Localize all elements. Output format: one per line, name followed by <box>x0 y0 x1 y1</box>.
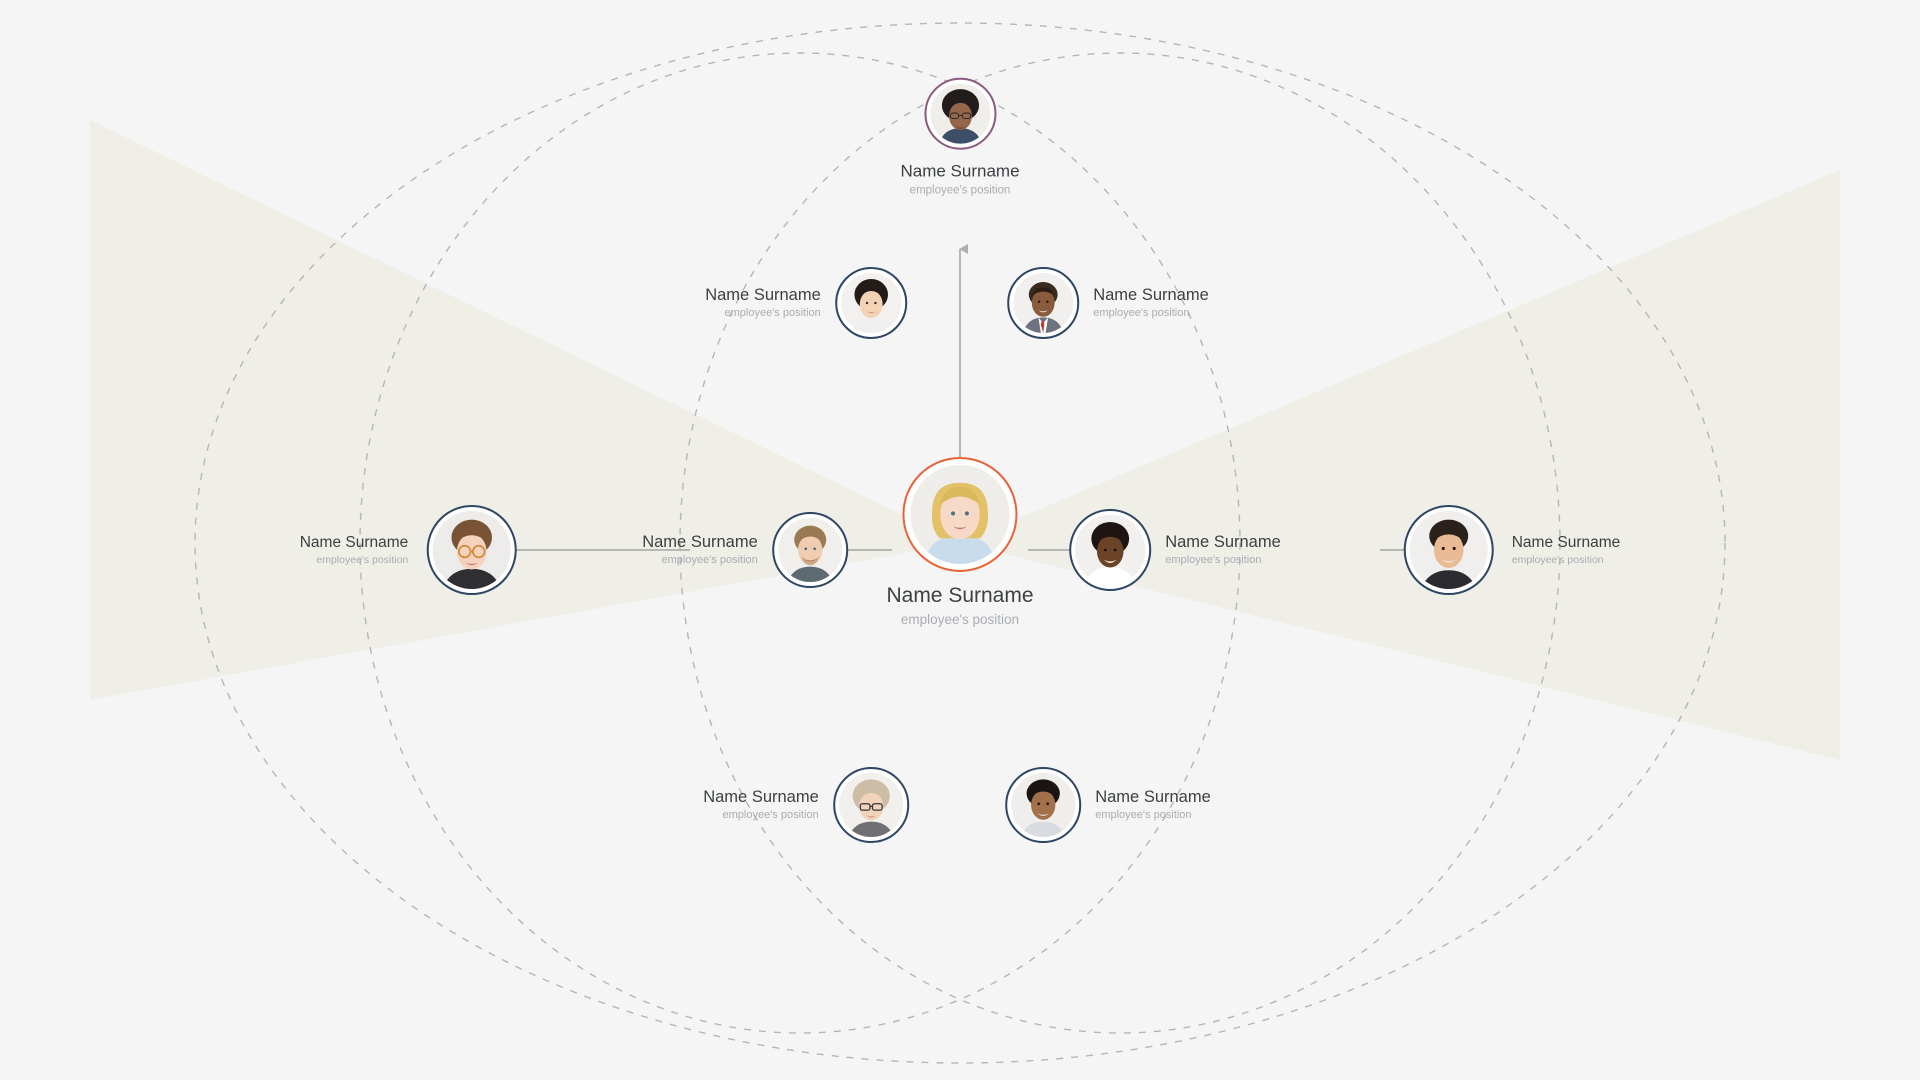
person-node-inner-left[interactable]: Name Surname employee's position <box>628 512 848 588</box>
person-position: employee's position <box>722 809 819 822</box>
person-node-top[interactable]: Name Surname employee's position <box>900 77 1020 199</box>
avatar[interactable] <box>1403 505 1494 595</box>
person-labels: Name Surname employee's position <box>1512 533 1621 568</box>
person-labels: Name Surname employee's position <box>886 583 1033 629</box>
person-position: employee's position <box>724 307 821 320</box>
person-name: Name Surname <box>1095 787 1211 806</box>
avatar[interactable] <box>771 512 848 588</box>
avatar[interactable] <box>832 767 909 843</box>
person-node-inner-right[interactable]: Name Surname employee's position <box>1069 509 1295 591</box>
avatar-photo <box>910 464 1010 564</box>
background-wedges <box>90 120 1840 760</box>
person-node-lower-right[interactable]: Name Surname employee's position <box>1005 767 1225 843</box>
person-labels: Name Surname employee's position <box>705 285 821 321</box>
person-labels: Name Surname employee's position <box>1095 787 1211 823</box>
avatar-photo <box>777 518 842 582</box>
person-position: employee's position <box>1095 809 1192 822</box>
avatar[interactable] <box>902 456 1018 572</box>
avatar[interactable] <box>834 267 907 339</box>
avatar-photo <box>1409 511 1488 589</box>
person-position: employee's position <box>1093 307 1190 320</box>
person-node-upper-right[interactable]: Name Surname employee's position <box>1007 267 1223 339</box>
person-node-lower-left[interactable]: Name Surname employee's position <box>689 767 909 843</box>
avatar[interactable] <box>426 505 517 595</box>
person-labels: Name Surname employee's position <box>900 161 1019 199</box>
person-position: employee's position <box>900 612 1020 628</box>
person-name: Name Surname <box>1511 533 1621 551</box>
avatar-photo <box>838 773 903 837</box>
avatar-photo <box>1075 515 1146 585</box>
avatar[interactable] <box>1005 767 1082 843</box>
person-name: Name Surname <box>886 583 1034 607</box>
avatar-photo <box>840 273 901 333</box>
person-labels: Name Surname employee's position <box>300 533 409 568</box>
person-name: Name Surname <box>703 787 819 806</box>
avatar-photo <box>1011 773 1076 837</box>
person-labels: Name Surname employee's position <box>1165 532 1281 568</box>
person-name: Name Surname <box>1165 532 1281 551</box>
person-name: Name Surname <box>705 285 821 304</box>
avatar[interactable] <box>924 77 996 150</box>
person-name: Name Surname <box>900 161 1020 181</box>
avatar-photo <box>1013 273 1074 333</box>
person-name: Name Surname <box>299 533 409 551</box>
avatar-photo <box>432 511 511 589</box>
person-labels: Name Surname employee's position <box>703 787 819 823</box>
person-position: employee's position <box>909 184 1011 197</box>
avatar-photo <box>930 83 990 144</box>
person-name: Name Surname <box>642 532 758 551</box>
person-labels: Name Surname employee's position <box>642 532 758 568</box>
person-position: employee's position <box>661 554 758 567</box>
person-position: employee's position <box>1165 554 1262 567</box>
person-node-center[interactable]: Name Surname employee's position <box>886 456 1034 629</box>
avatar[interactable] <box>1069 509 1152 591</box>
person-position: employee's position <box>316 554 409 567</box>
avatar[interactable] <box>1007 267 1080 339</box>
person-node-outer-left[interactable]: Name Surname employee's position <box>282 505 517 595</box>
person-name: Name Surname <box>1093 285 1209 304</box>
person-node-upper-left[interactable]: Name Surname employee's position <box>691 267 907 339</box>
person-labels: Name Surname employee's position <box>1093 285 1209 321</box>
person-position: employee's position <box>1511 554 1604 567</box>
person-node-outer-right[interactable]: Name Surname employee's position <box>1403 505 1639 595</box>
